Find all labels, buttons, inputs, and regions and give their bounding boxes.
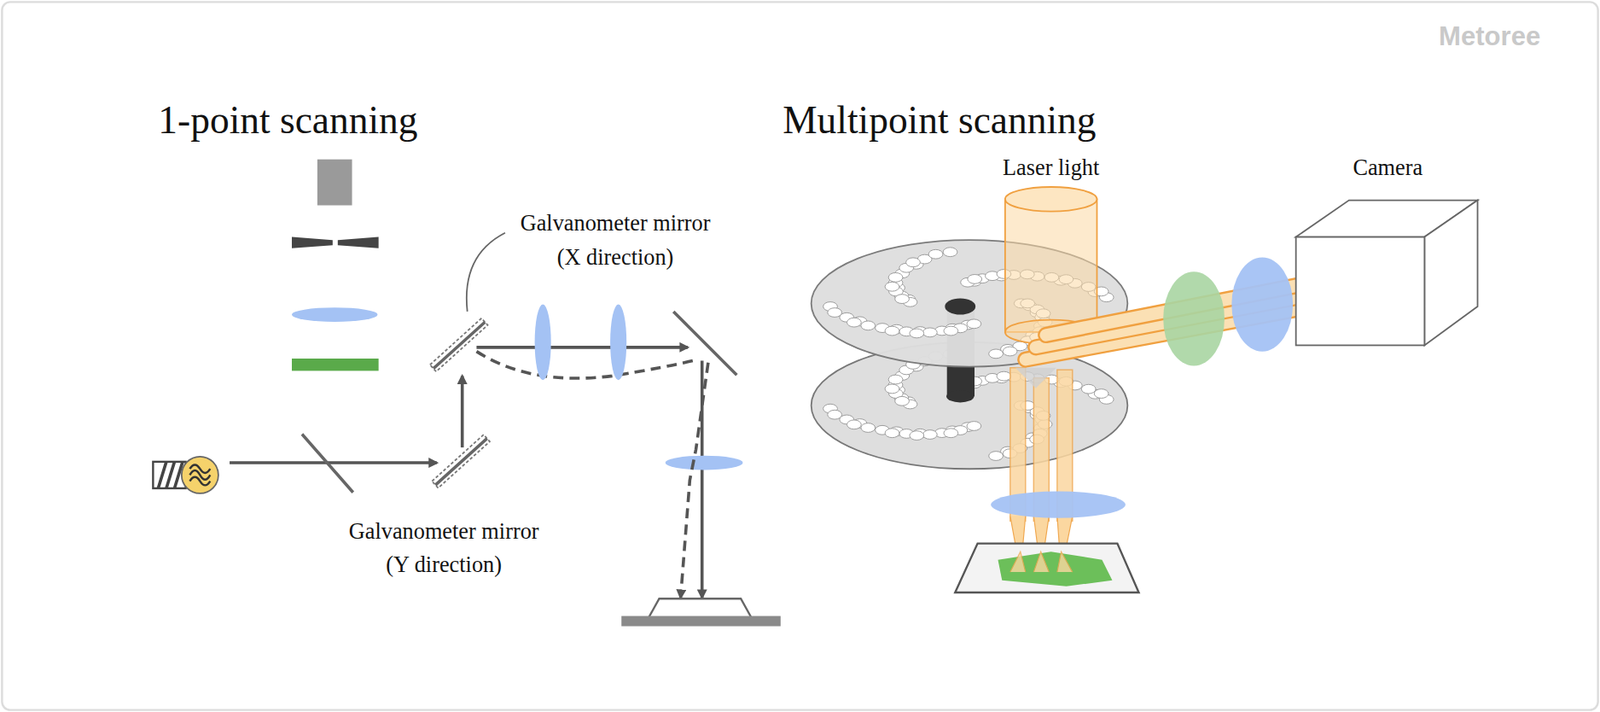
pinhole	[906, 257, 921, 268]
mirror-label: Galvanometer mirror (X direction)	[512, 206, 717, 274]
pinhole	[884, 325, 900, 336]
pinhole	[895, 294, 910, 304]
pinhole	[909, 328, 925, 338]
pinhole	[884, 281, 900, 291]
pinhole	[1093, 389, 1109, 399]
pinhole	[967, 274, 983, 285]
pinhole	[884, 428, 900, 438]
laser-light: Laser light	[989, 152, 1112, 347]
pinhole	[966, 319, 982, 329]
pinhole	[861, 320, 876, 331]
pinhole	[888, 272, 903, 282]
section-title: Multipoint scanning	[782, 98, 1096, 142]
node-heading: Camera	[1291, 152, 1485, 182]
pinhole	[943, 428, 959, 438]
multipoint-optics	[811, 186, 1478, 593]
pinhole	[847, 419, 862, 430]
pinhole	[895, 395, 910, 406]
pinhole	[922, 327, 937, 338]
section-title: 1-point scanning	[157, 98, 418, 142]
pinhole	[1002, 346, 1018, 356]
pinhole	[942, 247, 958, 257]
camera: Camera	[1291, 152, 1485, 352]
pinhole	[827, 409, 843, 419]
pinhole	[943, 325, 959, 336]
node-heading: Laser light	[989, 152, 1112, 182]
pinhole	[996, 371, 1012, 381]
watermark: Metoree	[1438, 20, 1541, 53]
pinhole	[966, 421, 982, 431]
pinhole	[922, 430, 937, 440]
pinhole	[989, 451, 1004, 461]
pinhole	[847, 317, 862, 327]
mirror-label: Galvanometer mirror (Y direction)	[342, 513, 547, 582]
pinhole	[888, 374, 903, 384]
pinhole	[861, 423, 876, 433]
pinhole	[928, 249, 943, 259]
pinhole	[1081, 384, 1096, 394]
pinhole	[909, 430, 925, 441]
pinhole	[989, 349, 1004, 359]
one-point-optics	[152, 159, 780, 627]
pinhole	[827, 308, 843, 318]
pinhole	[884, 384, 900, 394]
